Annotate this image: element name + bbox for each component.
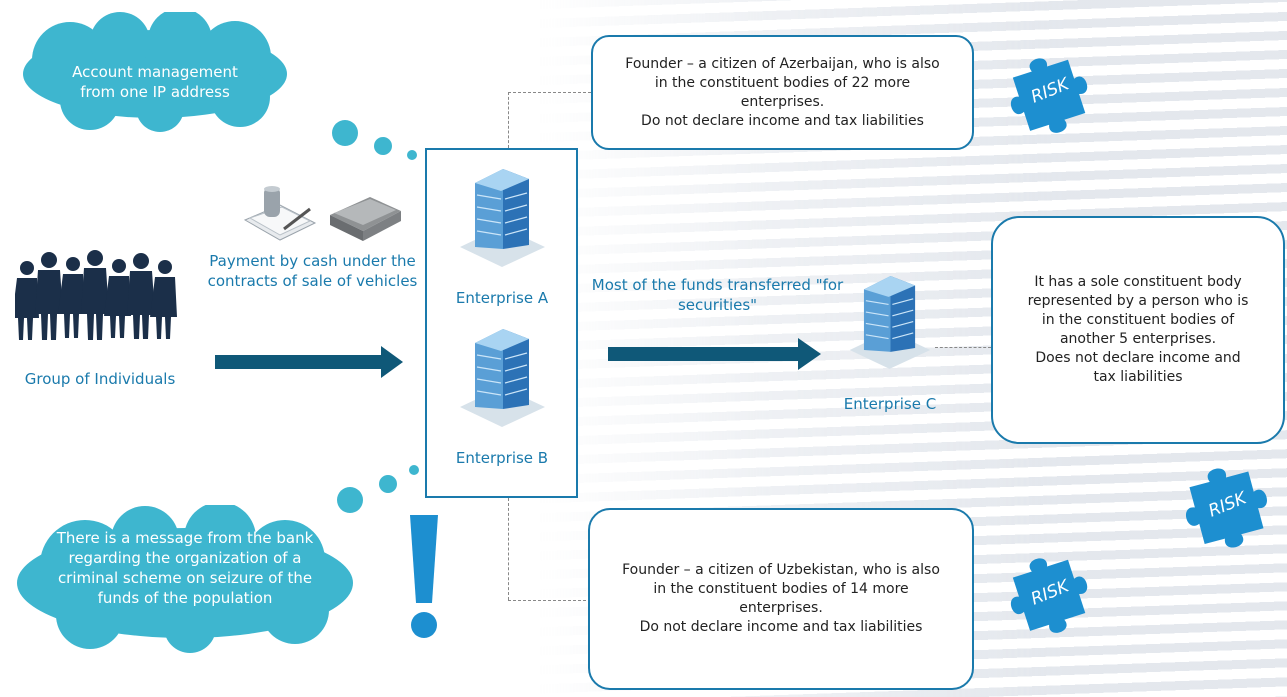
enterprise-b-label: Enterprise B: [455, 449, 549, 467]
enterprise-c-label: Enterprise C: [843, 395, 937, 413]
connector-bottom-vertical: [508, 498, 509, 600]
connector-right-horizontal: [935, 347, 991, 348]
exclamation-icon: [410, 515, 438, 638]
group-label: Group of Individuals: [24, 370, 176, 388]
building-icon: [460, 169, 545, 267]
transfer-label: Most of the funds transferred "for secur…: [591, 276, 844, 314]
cloud-trail-bottom: [337, 465, 419, 513]
arrow-to-enterprise-c: [608, 338, 821, 370]
info-box-right: It has a sole constituent body represent…: [991, 216, 1285, 444]
risk-puzzle-top: RISK: [1000, 45, 1100, 145]
payment-label: Payment by cash under the contracts of s…: [207, 252, 418, 290]
puzzle-piece-icon: [1186, 468, 1267, 548]
cash-bundle-icon: [330, 197, 401, 241]
info-box-top: Founder – a citizen of Azerbaijan, who i…: [591, 35, 974, 150]
exclamation-text: !: [0, 0, 1, 1]
building-icon: [460, 329, 545, 427]
thought-cloud-bottom: [5, 502, 365, 655]
puzzle-piece-icon: [1010, 58, 1088, 133]
cloud-text-bottom: There is a message from the bank regardi…: [56, 529, 314, 607]
connector-top-horizontal: [508, 92, 591, 93]
thought-cloud-top: [10, 8, 300, 132]
puzzle-piece-icon: [1010, 558, 1088, 633]
info-box-bottom: Founder – a citizen of Uzbekistan, who i…: [588, 508, 974, 690]
cloud-text-top: Account management from one IP address: [72, 63, 238, 101]
documents-pen-icon: [243, 186, 317, 241]
risk-puzzle-right: RISK: [1175, 455, 1280, 560]
arrow-to-enterprises: [215, 346, 403, 378]
enterprise-a-label: Enterprise A: [455, 289, 549, 307]
connector-top-vertical: [508, 92, 509, 148]
connector-bottom-horizontal: [508, 600, 591, 601]
people-silhouette-icon: [15, 250, 177, 340]
building-icon: [849, 276, 931, 369]
risk-puzzle-bottom: RISK: [1000, 545, 1100, 645]
cloud-trail-top: [332, 120, 417, 160]
